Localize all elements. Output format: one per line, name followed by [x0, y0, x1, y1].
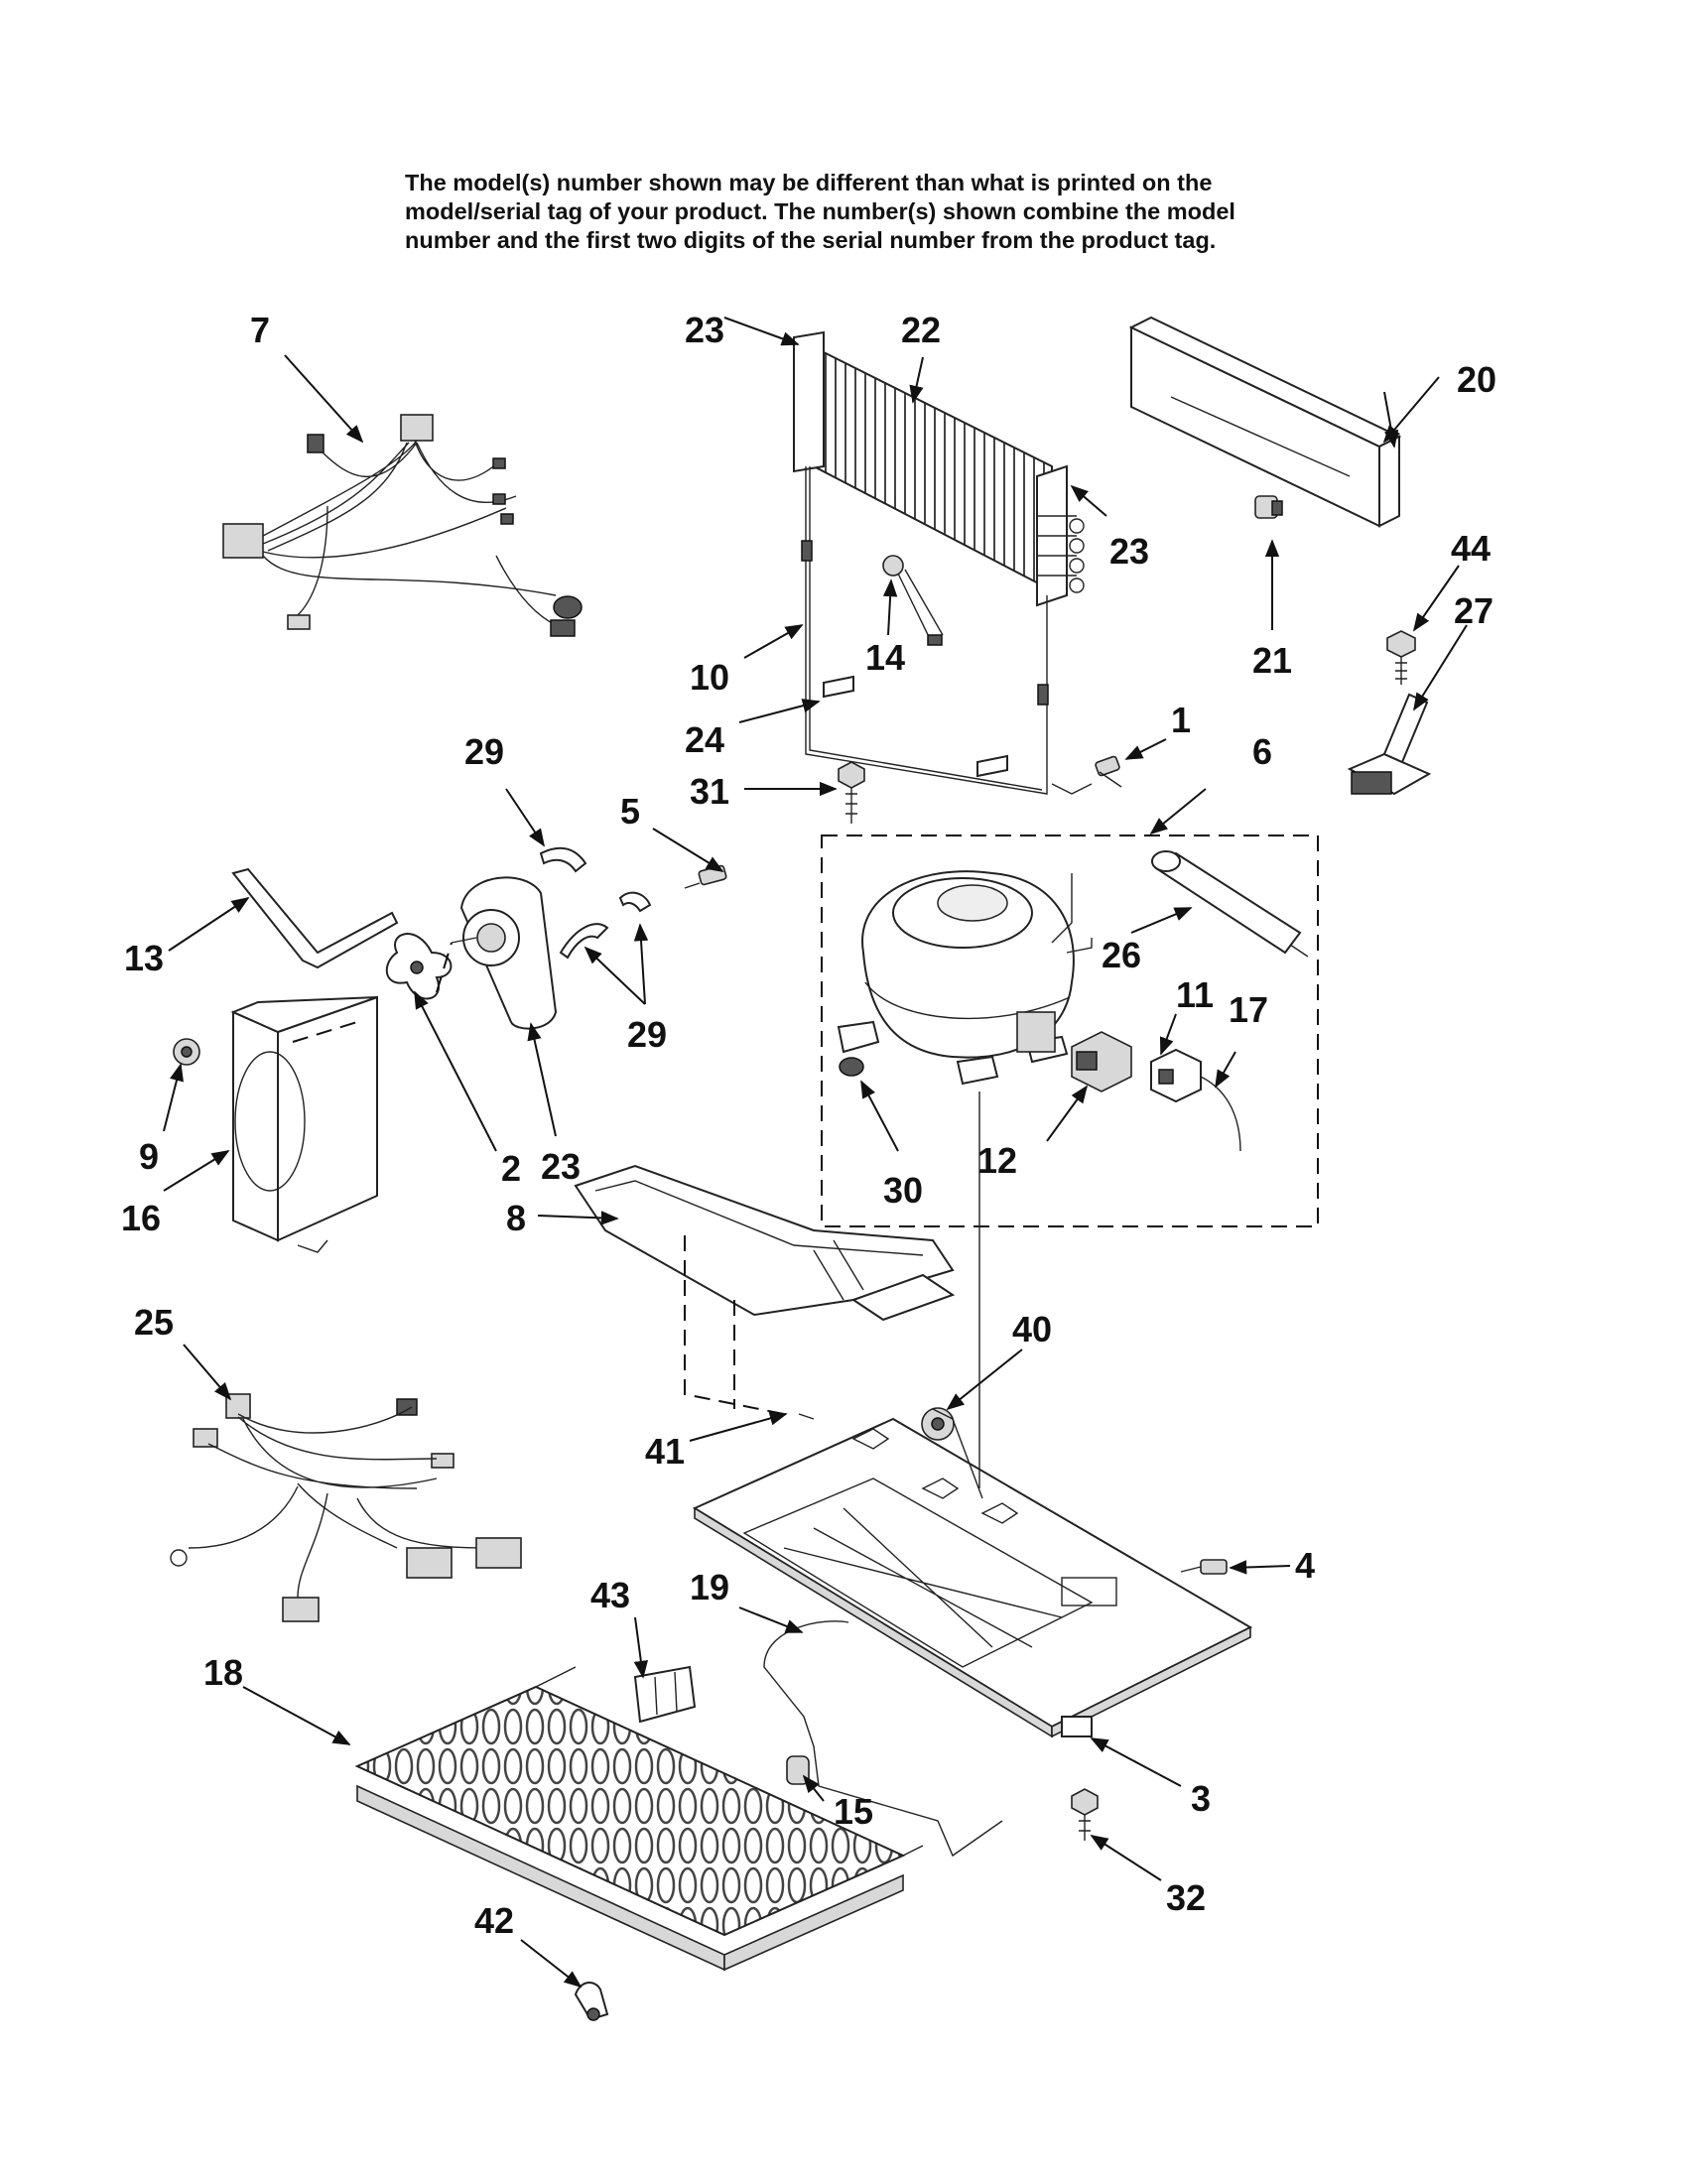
- overload-part-11: [1150, 1048, 1241, 1152]
- callout-labels: 7 23 22 20 23 44 27 21 14 10 24 1 29 6 3…: [121, 310, 1496, 1941]
- callout-1: 1: [1171, 700, 1191, 740]
- callout-21: 21: [1252, 640, 1292, 681]
- relay-part-12: [1071, 1031, 1132, 1092]
- callout-8: 8: [506, 1198, 526, 1238]
- callout-14: 14: [865, 637, 905, 678]
- callout-13: 13: [124, 938, 164, 978]
- grommet-part-40: [921, 1407, 955, 1441]
- callout-27: 26: [1102, 935, 1141, 975]
- callout-9: 9: [139, 1136, 159, 1177]
- callout-7: 7: [250, 310, 270, 350]
- callout-12: 12: [977, 1140, 1017, 1181]
- base-plate: [692, 1417, 1253, 1738]
- screw-part-1: [1095, 755, 1122, 788]
- clip-part-42: [574, 1982, 609, 2021]
- callout-2: 2: [501, 1148, 521, 1189]
- callout-23-right: 23: [1109, 531, 1149, 572]
- fan-motor-part-24: [451, 876, 558, 1030]
- drain-tube-part-19: [763, 1620, 1003, 1858]
- fan-shroud-part-16: [230, 995, 378, 1253]
- callout-29-bottom: 29: [627, 1014, 667, 1055]
- callout-17: 17: [1229, 989, 1268, 1030]
- screw-part-32: [1071, 1788, 1099, 1841]
- evaporator-coil-part-22: [793, 330, 1085, 607]
- screw-part-5: [684, 864, 727, 889]
- callout-26: 25: [134, 1302, 174, 1343]
- filter-drier-part-27: [1151, 850, 1309, 958]
- cover-part-20: [1128, 316, 1402, 528]
- grommet-part-30: [839, 1057, 864, 1077]
- note-line-1: The model(s) number shown may be differe…: [405, 170, 1213, 195]
- defrost-heater-part-10: [801, 466, 1049, 795]
- callout-leaders: [163, 317, 1468, 1989]
- callout-20: 20: [1457, 359, 1496, 400]
- callout-32: 32: [1166, 1877, 1206, 1918]
- callout-23-top: 23: [685, 310, 724, 350]
- bracket-part-28: [1347, 693, 1432, 796]
- grommet-part-29: [539, 846, 652, 960]
- callout-42: 42: [474, 1900, 514, 1941]
- fan-blade-part-2: [385, 933, 453, 1000]
- model-number-note: The model(s) number shown may be differe…: [405, 169, 1358, 255]
- assembly-guide-lines: [292, 783, 1093, 1499]
- clip-part-21: [1254, 495, 1283, 519]
- callout-29-top: 29: [464, 731, 504, 772]
- callout-19: 19: [690, 1567, 729, 1607]
- callout-22: 22: [901, 310, 941, 350]
- condenser-part-18: [354, 1666, 924, 1972]
- callout-6: 6: [1252, 731, 1272, 772]
- callout-10: 10: [690, 657, 729, 698]
- drain-trough-part-8: [574, 1164, 956, 1322]
- gasket-part-13: [231, 867, 399, 969]
- callout-28: 27: [1454, 590, 1493, 631]
- grommet-part-9: [173, 1038, 200, 1066]
- screw-part-44: [1386, 630, 1416, 685]
- callout-16: 16: [121, 1198, 161, 1238]
- compressor-kit-box-part-6: [821, 835, 1319, 1227]
- note-line-2: model/serial tag of your product. The nu…: [405, 198, 1235, 224]
- callout-18: 18: [203, 1652, 243, 1693]
- wiring-harness-part-7: [222, 414, 583, 637]
- callout-43: 43: [590, 1575, 630, 1615]
- drain-cap-part-15: [786, 1755, 810, 1785]
- callout-3: 3: [1191, 1778, 1211, 1819]
- callout-11: 11: [1176, 974, 1214, 1015]
- callout-40: 40: [1012, 1309, 1052, 1349]
- screw-part-4: [1180, 1559, 1228, 1575]
- callout-25: 24: [685, 719, 724, 760]
- callout-24: 23: [541, 1146, 581, 1187]
- callout-41: 41: [645, 1431, 685, 1472]
- callout-44: 44: [1451, 528, 1491, 569]
- callout-30: 30: [883, 1170, 923, 1211]
- screw-part-31: [838, 761, 865, 824]
- wiring-harness-part-26: [170, 1393, 522, 1622]
- callout-15: 15: [834, 1791, 873, 1832]
- callout-5: 5: [620, 791, 640, 832]
- note-line-3: number and the first two digits of the s…: [405, 227, 1217, 253]
- callout-4: 4: [1295, 1545, 1315, 1586]
- defrost-thermostat-part-14: [882, 555, 944, 646]
- foam-block-part-43: [633, 1665, 697, 1724]
- compressor: [837, 870, 1093, 1086]
- pin-part-41: [798, 1413, 815, 1420]
- callout-31: 31: [690, 771, 729, 812]
